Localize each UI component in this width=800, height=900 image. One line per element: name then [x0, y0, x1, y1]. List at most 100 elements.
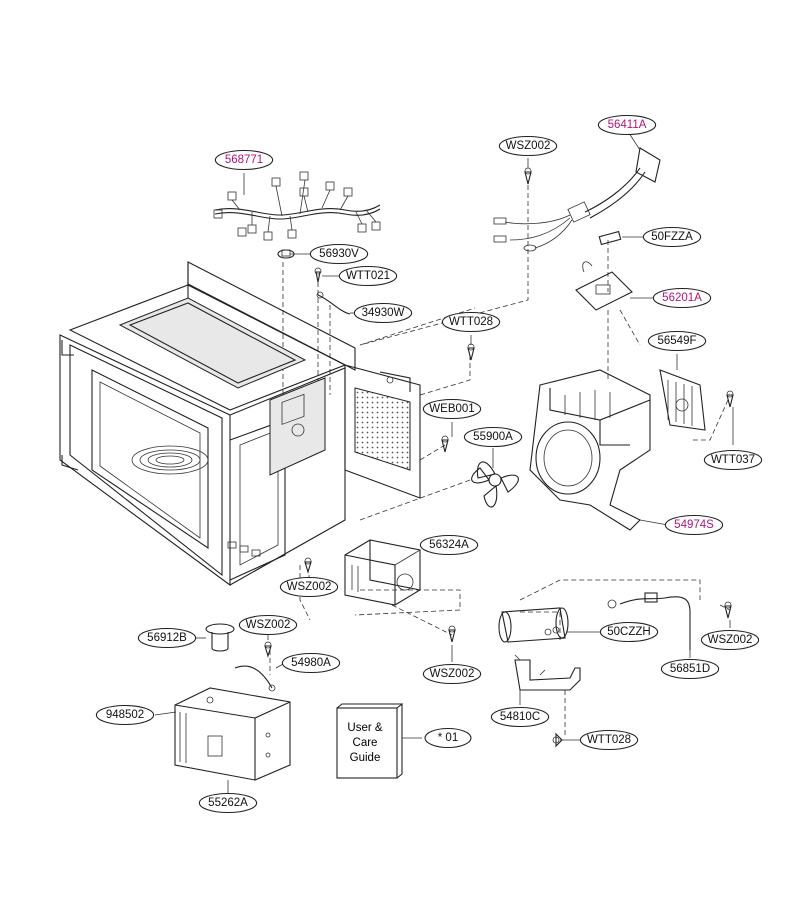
callout-text: 54980A: [291, 657, 331, 669]
callout-ellipse: [281, 652, 341, 674]
screw-WSZ002-transformer: [304, 557, 312, 574]
callout-55262A: 55262A: [198, 792, 258, 814]
callout-text: WSZ002: [430, 668, 475, 680]
callout-text: 56411A: [608, 119, 647, 131]
callout-text: 948502: [106, 709, 144, 721]
callout-56324A: 56324A: [419, 534, 479, 556]
callout-text: WTT021: [346, 270, 390, 282]
callout-ellipse: [279, 576, 339, 598]
callout-WTT021: WTT021: [338, 265, 398, 287]
callout-ellipse: [422, 398, 482, 420]
wire-54980A: [234, 665, 276, 692]
screw-WSZ002-left: [264, 641, 272, 658]
callout-text: 56912B: [147, 632, 187, 644]
callout-ellipse: [214, 149, 274, 171]
callout-50CZZH: 50CZZH: [599, 621, 659, 643]
callout-text: WSZ002: [506, 140, 551, 152]
callout-ellipse: [642, 226, 702, 248]
callout-text: 56851D: [670, 663, 710, 675]
callout-text: WEB001: [429, 403, 474, 415]
callout-ellipse: [338, 265, 398, 287]
callout-56411A: 56411A: [597, 114, 657, 136]
callout-text: 54810C: [500, 711, 540, 723]
callout-56930V: 56930V: [309, 243, 369, 265]
callout-56201A: 56201A: [652, 287, 712, 309]
capacitor: [498, 607, 569, 643]
callout-ellipse: [238, 614, 298, 636]
callout-WEB001: WEB001: [422, 398, 482, 420]
screw-WTT028-top: [467, 343, 475, 361]
callout-ellipse: [309, 243, 369, 265]
callout-WSZ002c: WSZ002: [238, 614, 298, 636]
screw-WTT037: [726, 390, 734, 408]
motor-56549F: [659, 369, 706, 431]
callout-WSZ002a: WSZ002: [498, 135, 558, 157]
callout-ellipse: [660, 658, 720, 680]
fan-bracket: [529, 369, 651, 531]
callout-ellipse: [498, 135, 558, 157]
callout-ellipse: [95, 704, 155, 726]
manual-line-2: Care: [353, 737, 378, 749]
manual-booklet: [336, 702, 403, 779]
callout-50FZZA: 50FZZA: [642, 226, 702, 248]
callout-01: * 01: [424, 727, 472, 749]
callout-text: 55900A: [473, 431, 513, 443]
manual-text: User & Care Guide: [347, 722, 382, 764]
callout-56851D: 56851D: [660, 658, 720, 680]
screw-WSZ002-diode: [724, 601, 732, 619]
callout-WSZ002e: WSZ002: [700, 629, 760, 651]
screw-WTT021: [314, 267, 322, 283]
callout-text: WTT037: [711, 454, 755, 466]
callout-WTT037: WTT037: [703, 449, 763, 471]
assembly-lines: [269, 185, 731, 735]
callout-WTT028b: WTT028: [579, 729, 639, 751]
callout-ellipse: [419, 534, 479, 556]
callout-ellipse: [463, 426, 523, 448]
callout-ellipse: [703, 449, 763, 471]
callout-text: 56930V: [319, 248, 359, 260]
callout-text: 54974S: [674, 519, 714, 531]
callout-ellipse: [700, 629, 760, 651]
cavity-mesh-panel: [344, 364, 421, 499]
callout-ellipse: [597, 114, 657, 136]
bracket-54810C: [514, 654, 581, 691]
callout-ellipse: [652, 287, 712, 309]
callout-56912B: 56912B: [137, 627, 197, 649]
callout-text: WTT028: [587, 734, 631, 746]
callout-34930W: 34930W: [353, 302, 413, 324]
callout-ellipse: [664, 514, 724, 536]
callout-text: 34930W: [362, 307, 405, 319]
sensor-34930W: [316, 291, 351, 315]
wire-harness: [213, 171, 381, 241]
callout-text: 50CZZH: [607, 626, 650, 638]
callout-text: 56549F: [657, 335, 696, 347]
callout-ellipse: [137, 627, 197, 649]
callout-ellipse: [198, 792, 258, 814]
callout-text: WTT028: [449, 316, 493, 328]
callout-text: 50FZZA: [651, 231, 693, 243]
callout-568771: 568771: [214, 149, 274, 171]
callout-ellipse: [424, 727, 472, 749]
screw-WSZ002-mid: [448, 625, 456, 643]
callout-WSZ002d: WSZ002: [422, 663, 482, 685]
fuse-50FZZA: [598, 230, 622, 246]
thermostat-56912B: [205, 623, 235, 652]
transformer: [344, 539, 421, 606]
callout-text: WSZ002: [287, 581, 332, 593]
callout-text: 568771: [225, 154, 263, 166]
callout-text: WSZ002: [708, 634, 753, 646]
callout-ellipse: [441, 311, 501, 333]
callout-948502: 948502: [95, 704, 155, 726]
callout-labels: 56877156930VWTT02134930WWTT028WSZ0025641…: [95, 114, 763, 814]
callout-54974S: 54974S: [664, 514, 724, 536]
callout-text: WSZ002: [246, 619, 291, 631]
pcb-56201A: [575, 261, 633, 311]
callout-54980A: 54980A: [281, 652, 341, 674]
callout-54810C: 54810C: [490, 706, 550, 728]
callout-WSZ002b: WSZ002: [279, 576, 339, 598]
manual-line-1: User &: [347, 722, 382, 734]
callout-ellipse: [599, 621, 659, 643]
callout-ellipse: [422, 663, 482, 685]
oven-cabinet: [59, 261, 356, 587]
